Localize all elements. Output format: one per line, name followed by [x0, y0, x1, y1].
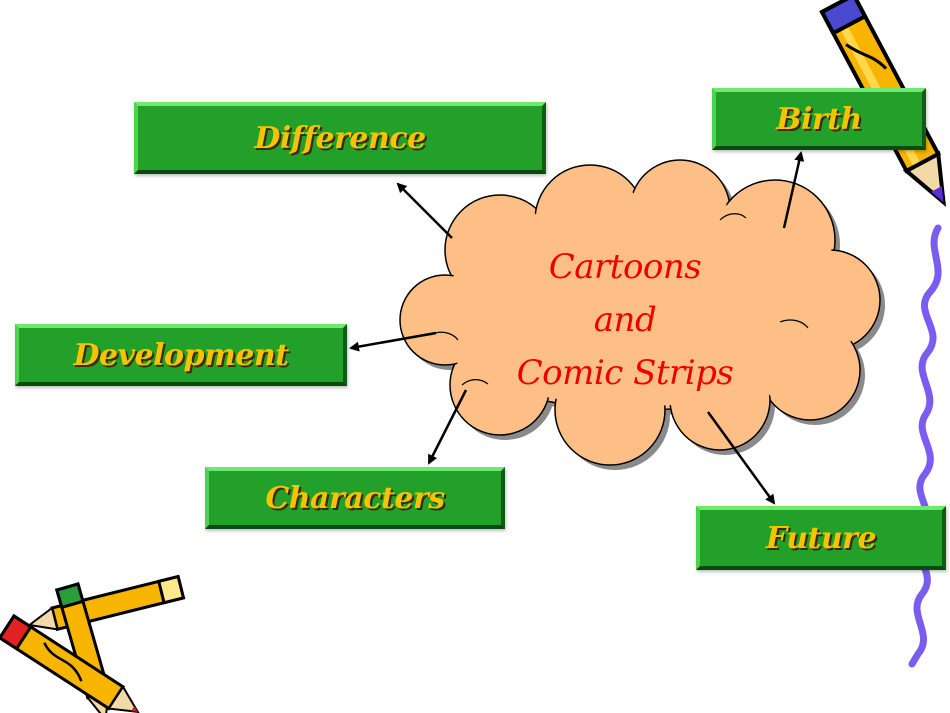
- arrow-to-characters: [427, 389, 468, 465]
- topic-birth-box: Birth: [712, 88, 926, 150]
- topic-difference-label: Difference: [254, 120, 426, 156]
- topic-future-box: Future: [696, 506, 946, 570]
- arrow-to-birth: [782, 151, 805, 229]
- topic-development-label: Development: [73, 337, 289, 373]
- arrow-to-difference: [396, 182, 453, 239]
- arrow-to-development: [349, 331, 437, 352]
- arrow-to-future: [706, 411, 776, 505]
- topic-future-label: Future: [765, 520, 877, 556]
- cloud-fill: [405, 165, 875, 460]
- topic-birth-label: Birth: [776, 101, 862, 137]
- center-title-line2: and: [593, 300, 657, 340]
- cloud-details: [429, 213, 809, 386]
- center-title-line1: Cartoons: [548, 247, 702, 287]
- topic-characters-label: Characters: [265, 480, 445, 516]
- squiggle-line: [908, 224, 942, 668]
- crossed-pencils-icon: [0, 574, 186, 713]
- topic-difference-box: Difference: [134, 102, 546, 174]
- topic-development-box: Development: [15, 324, 347, 386]
- center-title-line3: Comic Strips: [516, 353, 734, 393]
- topic-characters-box: Characters: [205, 467, 505, 529]
